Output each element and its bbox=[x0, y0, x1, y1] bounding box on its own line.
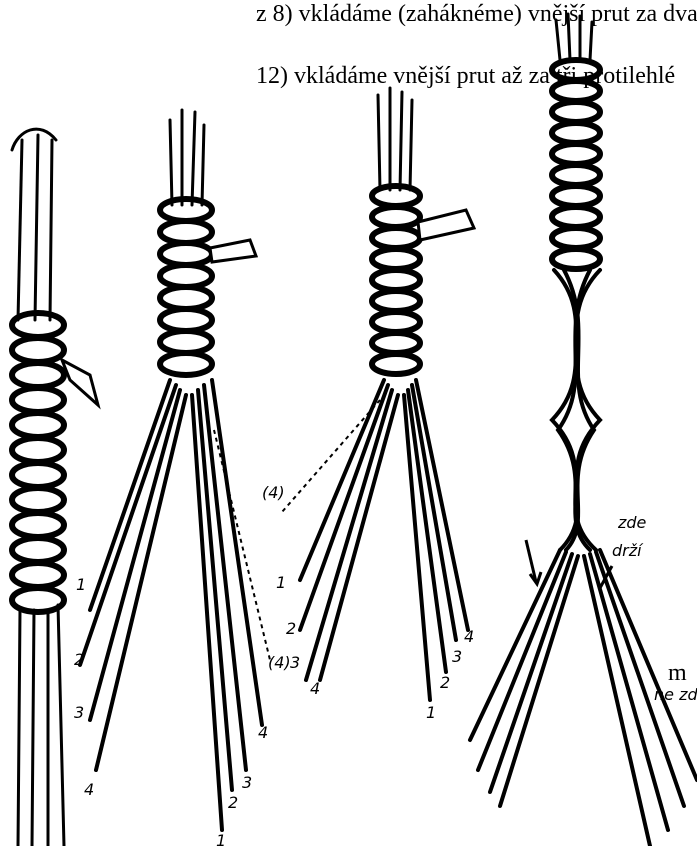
strand-number: 4 bbox=[258, 723, 268, 742]
strand-number: 3 bbox=[74, 703, 84, 722]
strand-number: 2 bbox=[440, 673, 450, 692]
strand-number: 3 bbox=[452, 647, 462, 666]
strand-number: 4 bbox=[310, 679, 320, 698]
annotation-zde: zde bbox=[617, 513, 647, 532]
strand-number: 1 bbox=[426, 703, 436, 722]
strand-number: 3 bbox=[290, 653, 300, 672]
braid-figure-1 bbox=[12, 129, 98, 846]
strand-number: (4) bbox=[262, 483, 285, 502]
braid-figure-4: zde drží ne zde bbox=[470, 14, 697, 846]
strand-number: 2 bbox=[74, 650, 84, 669]
strand-number: 4 bbox=[464, 627, 474, 646]
annotation-ne-zde: ne zde bbox=[654, 685, 697, 704]
strand-number: 2 bbox=[286, 619, 296, 638]
annotation-drzi: drží bbox=[612, 541, 644, 560]
strand-number: 2 bbox=[228, 793, 238, 812]
braid-figure-2: 1 2 3 4 1 2 3 4 bbox=[74, 110, 270, 846]
strand-number: 4 bbox=[84, 780, 94, 799]
strand-number: 1 bbox=[276, 573, 286, 592]
strand-number: 1 bbox=[76, 575, 86, 594]
strand-number: 3 bbox=[242, 773, 252, 792]
strand-number: (4) bbox=[268, 653, 291, 672]
strand-number: 1 bbox=[216, 831, 226, 846]
braid-figure-3: (4) 1 2 3 4 (4) 1 2 3 4 bbox=[262, 88, 474, 722]
